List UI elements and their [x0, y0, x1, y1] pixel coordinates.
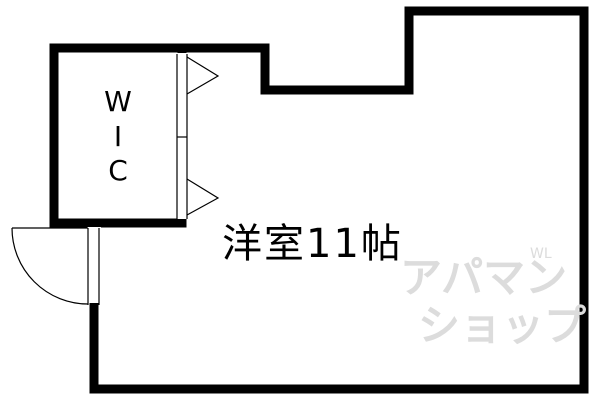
- wic-walls: [49, 43, 187, 228]
- entrance-swing-door: [11, 227, 101, 305]
- room-name-label: 洋室11帖: [222, 221, 403, 267]
- watermark-corner: WL: [530, 246, 552, 262]
- wic-label-w: W: [104, 85, 132, 118]
- main-room-walls: [89, 6, 589, 394]
- watermark-line1: アパマン: [400, 253, 568, 302]
- watermark-line2: ショップ: [418, 301, 587, 350]
- wic-folding-door: [176, 53, 220, 219]
- wic-label-c: C: [108, 154, 128, 187]
- wic-label-i: I: [113, 120, 123, 153]
